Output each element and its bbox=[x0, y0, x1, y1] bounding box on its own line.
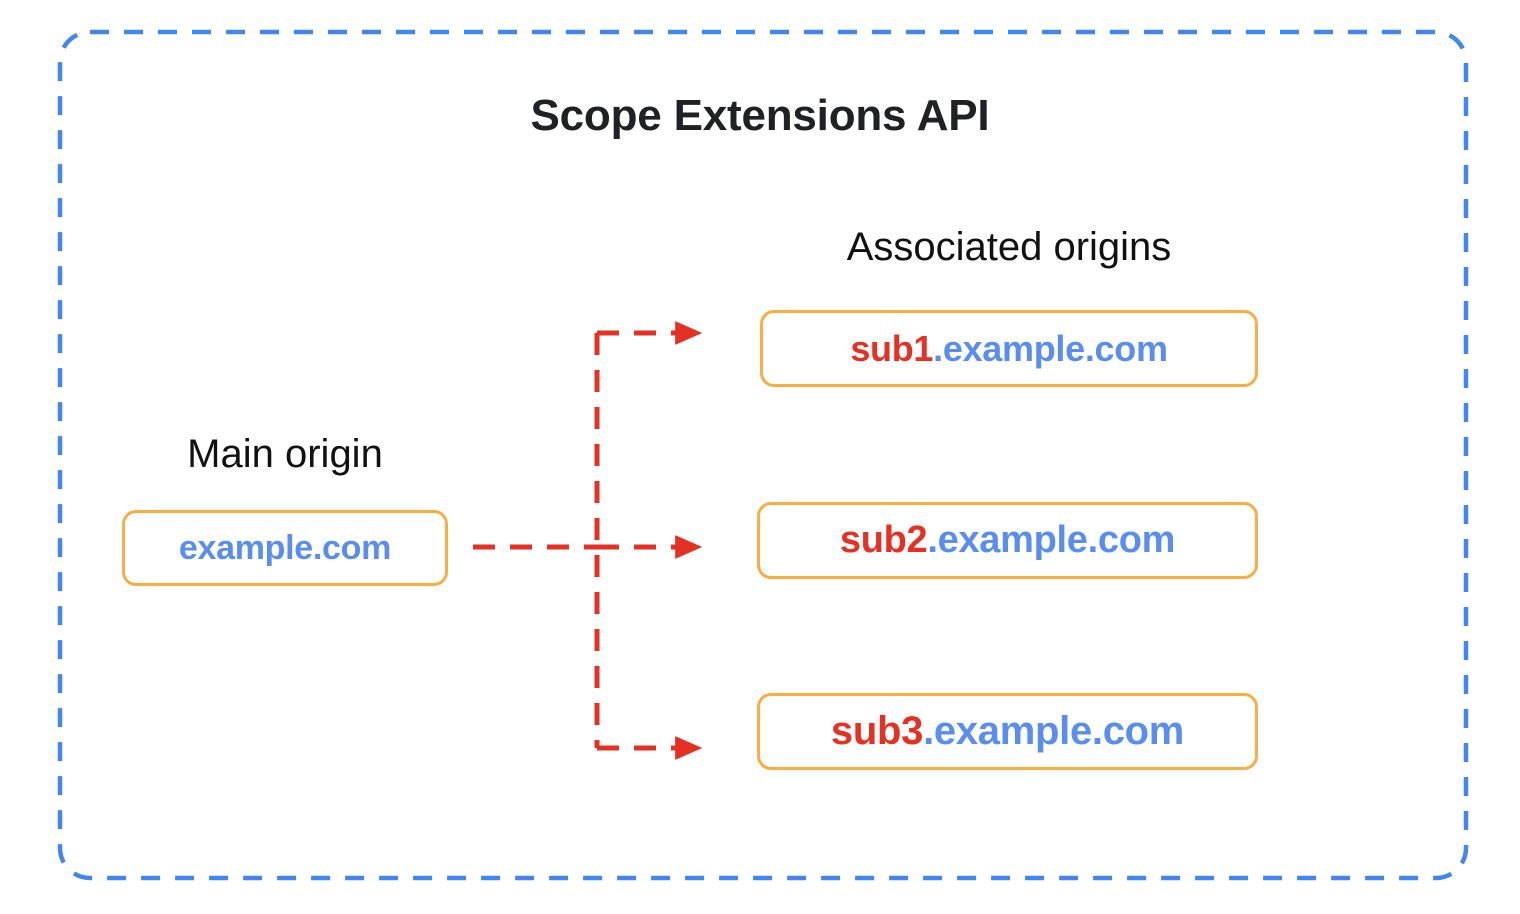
origin-host-prefix-sub3: sub3 bbox=[830, 709, 924, 753]
origin-host-domain-sub2: .example.com bbox=[927, 519, 1176, 561]
origin-box-sub3[interactable]: sub3.example.com bbox=[757, 693, 1258, 770]
origin-host-main: example.com bbox=[178, 528, 392, 567]
origin-host-domain-sub3: .example.com bbox=[923, 709, 1185, 753]
diagram-title: Scope Extensions API bbox=[530, 91, 990, 140]
origin-host-prefix-sub1: sub1 bbox=[850, 327, 934, 369]
origin-host-domain-sub1: .example.com bbox=[933, 327, 1168, 369]
associated-origins-label: Associated origins bbox=[846, 225, 1172, 269]
origin-box-main[interactable]: example.com bbox=[122, 510, 448, 586]
origin-box-sub2[interactable]: sub2.example.com bbox=[757, 502, 1258, 579]
main-origin-label: Main origin bbox=[187, 432, 383, 476]
origin-box-sub1[interactable]: sub1.example.com bbox=[760, 310, 1258, 387]
origin-host-prefix-sub2: sub2 bbox=[839, 519, 928, 561]
